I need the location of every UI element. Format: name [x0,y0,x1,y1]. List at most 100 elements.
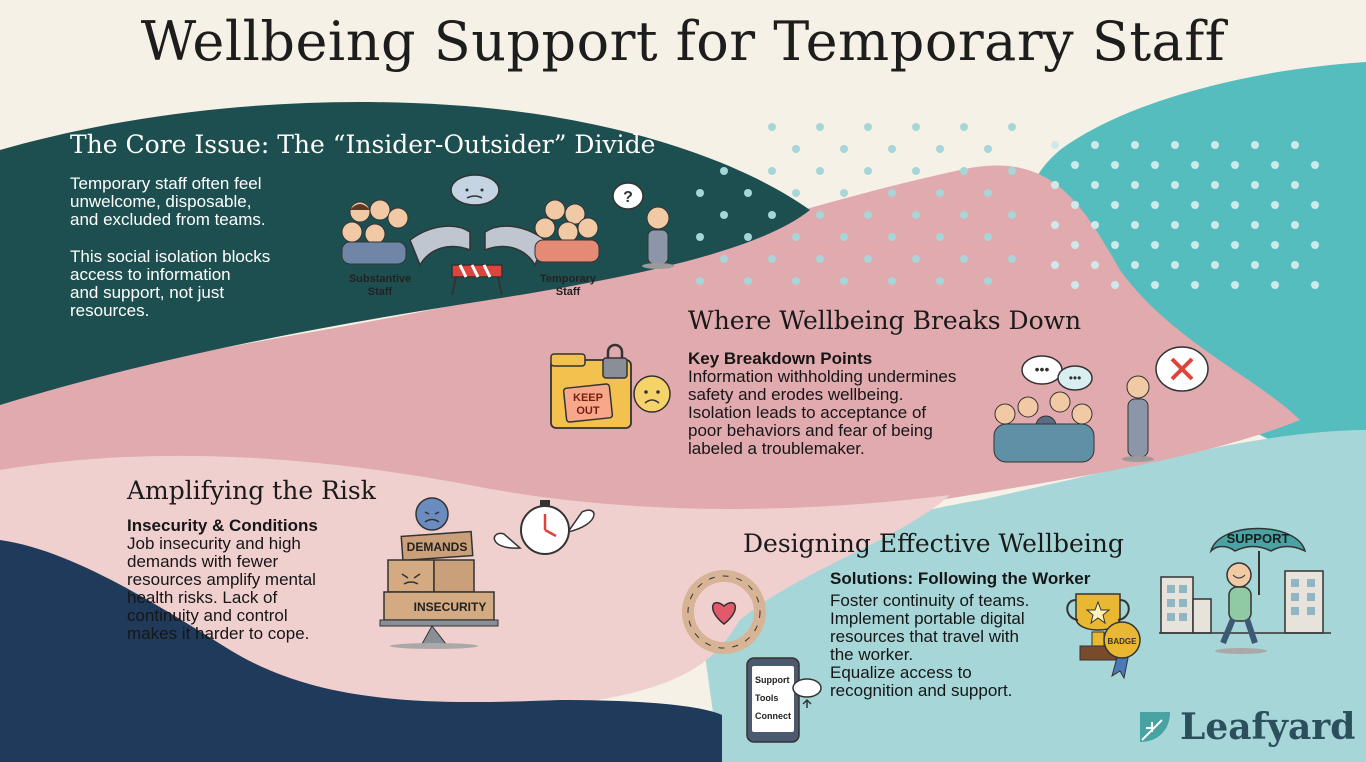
trophy-illustration: BADGE [1066,593,1141,680]
dot [936,145,944,153]
dot [1171,141,1179,149]
dot [768,211,776,219]
divide-illustration: Substantive Staff Temporary Staff ? [341,174,674,298]
text-line: Foster continuity of teams. [830,591,1030,610]
text-line: Job insecurity and high [127,534,301,553]
substantive-label-1: Substantive [349,273,411,285]
dot [720,211,728,219]
dot [960,123,968,131]
dot [1111,201,1119,209]
teal-blob [1023,62,1366,485]
text-line: and excluded from teams. [70,210,266,229]
dot [720,167,728,175]
logo-text: Leafyard [1180,706,1356,748]
dot [984,189,992,197]
text-line: demands with fewer [127,552,279,571]
dot [1151,241,1159,249]
dot [960,211,968,219]
dot [1091,261,1099,269]
dot [792,145,800,153]
dot [960,167,968,175]
sad-cloud-icon [450,174,500,206]
insecurity-label: INSECURITY [414,600,487,614]
dot [936,189,944,197]
breakdown-text: Information withholding undermines safet… [688,368,956,458]
excluded-person-illustration: ••• ••• [993,346,1209,463]
dot [1171,221,1179,229]
walking-worker-icon [1215,562,1267,654]
dot [912,123,920,131]
text-line: Isolation leads to acceptance of [688,403,927,422]
designing-text: Foster continuity of teams. Implement po… [830,592,1029,700]
umbrella-icon: SUPPORT [1209,527,1307,595]
dot [1251,141,1259,149]
dot [1071,281,1079,289]
phone-item-support: Support [755,675,790,685]
amplifying-subheading: Insecurity & Conditions [127,516,318,535]
text-line: access to information [70,265,231,284]
dot [1131,261,1139,269]
svg-text:•••: ••• [1035,361,1050,377]
dot [1008,211,1016,219]
dot [720,255,728,263]
dot [1171,181,1179,189]
temporary-label-1: Temporary [540,273,597,285]
worried-face-icon [633,375,671,413]
text-line: the worker. [830,645,914,664]
page-title: Wellbeing Support for Temporary Staff [140,10,1226,73]
text-line: makes it harder to cope. [127,624,310,643]
dot [1231,161,1239,169]
dot [1051,181,1059,189]
dot [1231,281,1239,289]
question-bubble-icon: ? [612,182,644,210]
padlock-icon [602,343,628,379]
dot [744,189,752,197]
text-line: safety and erodes wellbeing. [688,385,904,404]
dot [696,277,704,285]
dot [936,233,944,241]
dot [1051,221,1059,229]
locked-folder-illustration: KEEP OUT [550,343,671,429]
dot [1271,241,1279,249]
leafyard-logo: Leafyard [1138,705,1355,749]
dot [816,123,824,131]
dot [1151,201,1159,209]
light-teal-region [700,430,1366,762]
dot [1251,261,1259,269]
dot [816,167,824,175]
dot [1008,255,1016,263]
dot [1151,161,1159,169]
substantive-label-2: Staff [368,286,393,298]
dot [888,189,896,197]
dot [1191,161,1199,169]
dot [1091,181,1099,189]
dot [1091,141,1099,149]
text-line: health risks. Lack of [127,588,278,607]
dot [1211,221,1219,229]
dot [768,255,776,263]
text-line: recognition and support. [830,681,1013,700]
dot [1271,281,1279,289]
dot [1131,141,1139,149]
dot [1131,221,1139,229]
leaf-logo-icon [1140,712,1170,742]
dot [1008,167,1016,175]
dot [1091,221,1099,229]
dot [1311,161,1319,169]
dot [1271,161,1279,169]
amplifying-text: Job insecurity and high demands with few… [127,535,316,643]
dot [864,211,872,219]
dot [1111,161,1119,169]
dot [1251,221,1259,229]
text-line: continuity and control [127,606,288,625]
dot-pattern [696,123,1319,289]
trophy-icon [1066,593,1130,661]
dot [1171,261,1179,269]
dot [744,233,752,241]
text-line: poor behaviors and fear of being [688,421,933,440]
dot [1071,201,1079,209]
breakdown-subheading: Key Breakdown Points [688,349,873,368]
dot [1191,241,1199,249]
dot [1231,241,1239,249]
dot [1211,141,1219,149]
